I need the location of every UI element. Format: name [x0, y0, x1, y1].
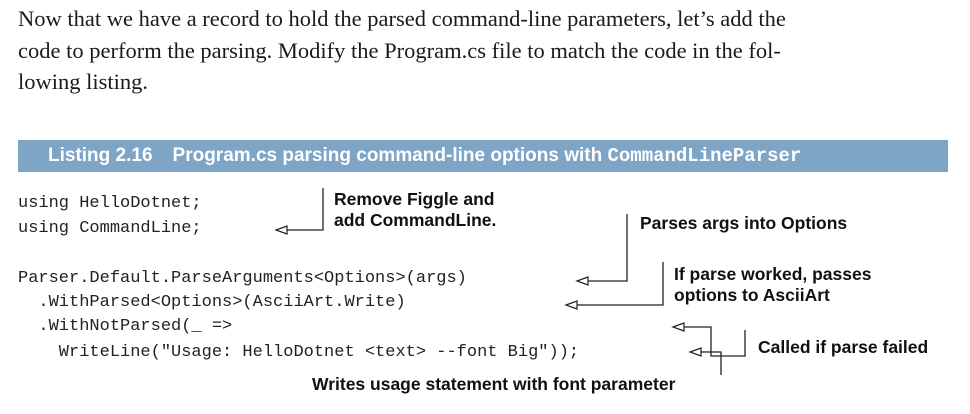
listing-caption-code: CommandLineParser: [607, 145, 802, 167]
intro-paragraph: Now that we have a record to hold the pa…: [18, 3, 953, 98]
listing-caption: Program.cs parsing command-line options …: [172, 145, 603, 166]
listing-banner: [18, 140, 948, 172]
listing-number: Listing 2.16: [48, 145, 153, 166]
code-line-3: Parser.Default.ParseArguments<Options>(a…: [18, 269, 467, 288]
annotation-remove-figgle: Remove Figgle and add CommandLine.: [334, 189, 497, 230]
arrowhead-icon: [564, 300, 578, 310]
paragraph-line-3: lowing listing.: [18, 69, 149, 94]
annotation-parse-worked: If parse worked, passes options to Ascii…: [674, 264, 872, 305]
arrowhead-icon: [688, 347, 702, 357]
arrowhead-icon: [274, 225, 288, 235]
arrowhead-icon: [671, 322, 685, 332]
callout-parse-worked: [572, 262, 664, 306]
arrowhead-icon: [575, 276, 589, 286]
callout-usage: [696, 351, 722, 375]
callout-parses-args: [583, 214, 628, 282]
listing-title: Listing 2.16 Program.cs parsing command-l…: [48, 143, 801, 169]
annotation-parse-failed: Called if parse failed: [758, 337, 929, 357]
code-line-5: .WithNotParsed(_ =>: [18, 317, 233, 336]
code-line-6: WriteLine("Usage: HelloDotnet <text> --f…: [18, 343, 580, 362]
callout-remove-figgle: [282, 188, 324, 231]
code-line-4: .WithParsed<Options>(AsciiArt.Write): [18, 293, 406, 312]
code-line-1: using HelloDotnet;: [18, 194, 202, 213]
paragraph-line-1: Now that we have a record to hold the pa…: [18, 6, 786, 31]
callout-parse-failed: [680, 326, 746, 357]
paragraph-line-2: code to perform the parsing. Modify the …: [18, 37, 781, 63]
annotation-parses-args: Parses args into Options: [640, 213, 848, 233]
code-line-2: using CommandLine;: [18, 219, 202, 238]
annotation-usage: Writes usage statement with font paramet…: [312, 374, 676, 394]
